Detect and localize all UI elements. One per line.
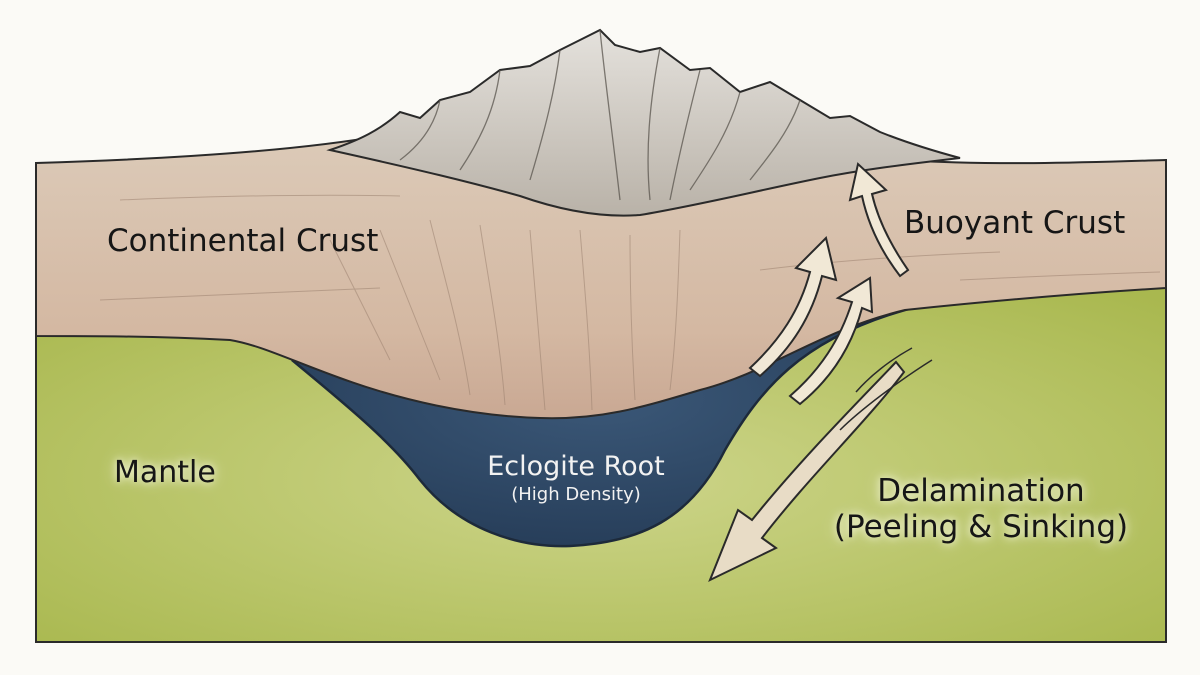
eclogite-root-title: Eclogite Root [476,451,676,482]
eclogite-density-note: (High Density) [476,485,676,506]
delamination-title: Delamination [796,474,1166,510]
eclogite-root-label: Eclogite Root (High Density) [476,451,676,506]
mantle-label: Mantle [114,456,216,491]
buoyant-crust-label: Buoyant Crust [904,206,1125,242]
delamination-detail: (Peeling & Sinking) [796,510,1166,546]
delamination-label: Delamination (Peeling & Sinking) [796,474,1166,545]
continental-crust-label: Continental Crust [107,224,378,260]
